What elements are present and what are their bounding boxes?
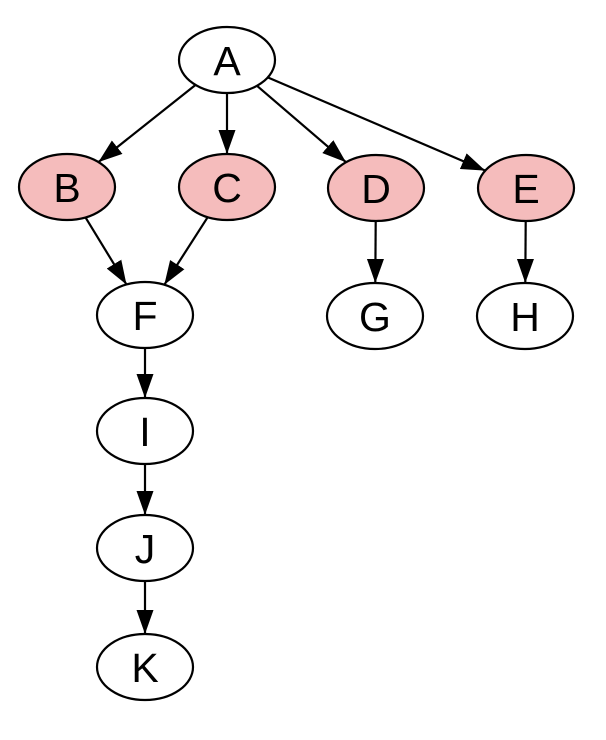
nodes-layer: A B C D E F G H I J K [17,25,576,702]
node-ellipse-D [326,153,426,223]
node-label-F: F [132,293,157,339]
node-label-K: K [131,645,158,691]
node-ellipse-G [325,281,425,351]
node-I: I [95,396,195,466]
node-ellipse-C [177,152,277,222]
edges-layer [84,76,534,634]
edge-A-B [97,84,197,163]
node-ellipse-K [95,632,195,702]
node-C: C [177,152,277,222]
node-label-B: B [53,165,80,211]
node-label-D: D [361,166,391,212]
node-label-C: C [212,165,242,211]
node-K: K [95,632,195,702]
node-G: G [325,281,425,351]
node-ellipse-I [95,396,195,466]
edge-A-E [267,76,486,172]
node-B: B [17,152,117,222]
node-label-G: G [359,294,391,340]
node-H: H [475,281,575,351]
node-ellipse-B [17,152,117,222]
node-label-I: I [139,409,150,455]
node-D: D [326,153,426,223]
node-ellipse-E [476,153,576,223]
node-E: E [476,153,576,223]
node-label-A: A [213,38,241,84]
node-ellipse-H [475,281,575,351]
node-J: J [95,513,195,583]
node-A: A [177,25,277,95]
node-label-H: H [510,294,540,340]
edge-B-F [84,216,128,286]
node-label-E: E [512,166,539,212]
node-ellipse-F [95,280,195,350]
node-F: F [95,280,195,350]
edge-A-D [256,84,347,164]
node-ellipse-J [95,513,195,583]
edge-C-F [163,216,209,286]
node-label-J: J [135,526,156,572]
node-ellipse-A [177,25,277,95]
